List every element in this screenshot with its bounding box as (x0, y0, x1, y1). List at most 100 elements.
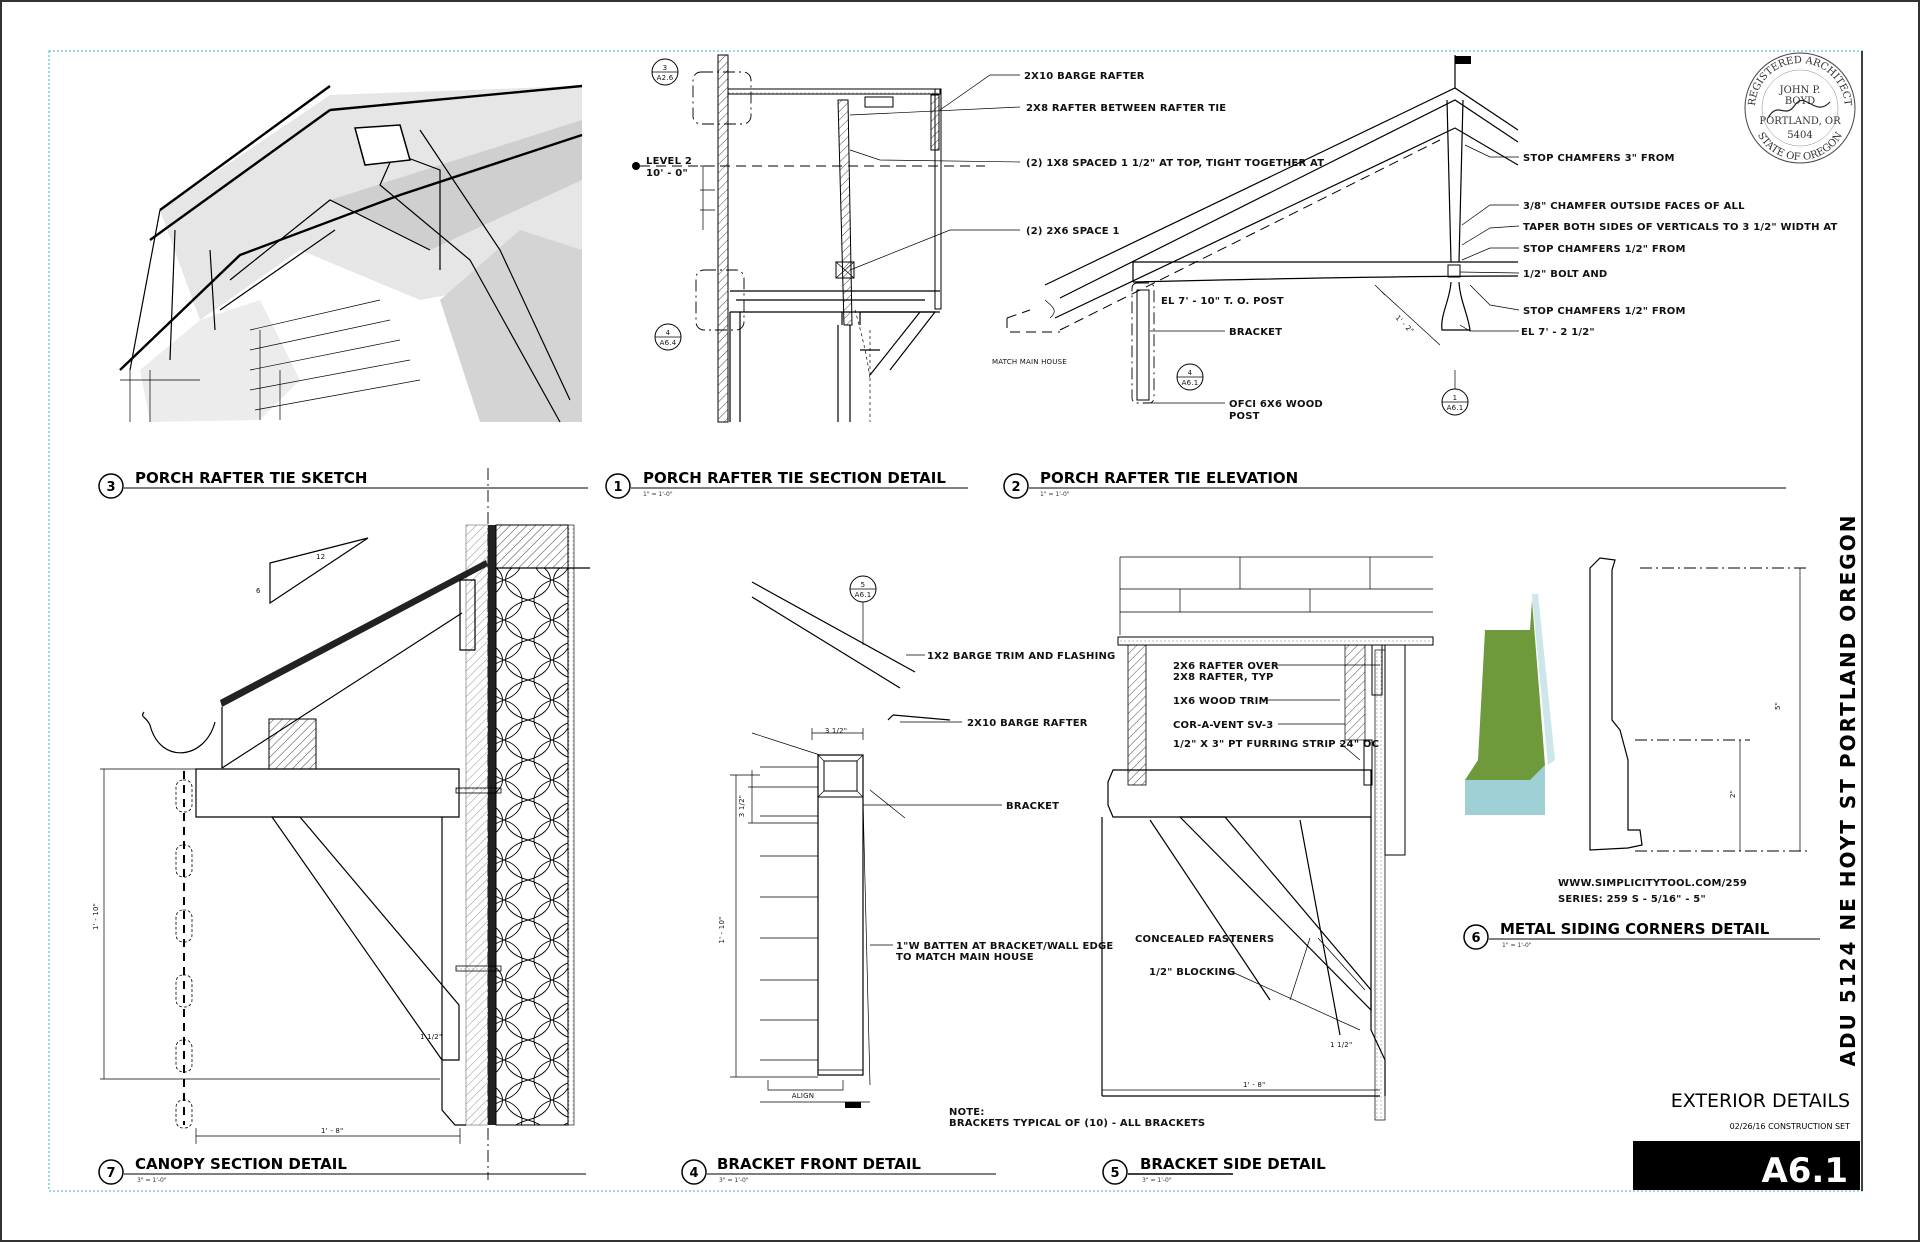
level-elevation: 10' - 0" (646, 168, 688, 179)
sheet-number: A6.1 (1761, 1151, 1848, 1191)
dim-align: ALIGN (792, 1092, 814, 1100)
detail-scale: 1" = 1'-0" (1040, 491, 1070, 498)
dim-height: 1' - 10" (718, 916, 726, 943)
callout-match-main-house: MATCH MAIN HOUSE (992, 358, 1067, 366)
note-title: NOTE: (949, 1107, 985, 1118)
title-detail-7: 7 CANOPY SECTION DETAIL 3" = 1'-0" (98, 1155, 586, 1185)
ref-sheet: A6.1 (1447, 404, 1464, 412)
callout-batten: 1"W BATTEN AT BRACKET/WALL EDGE (896, 941, 1113, 952)
porch-rafter-tie-sketch (119, 84, 583, 423)
detail-title: BRACKET FRONT DETAIL (717, 1155, 921, 1173)
ref-sheet: A6.1 (855, 591, 872, 599)
svg-text:3: 3 (106, 480, 115, 495)
dim-partial: 2" (1729, 790, 1737, 798)
callout-bracket: BRACKET (1229, 327, 1282, 338)
callout-1x8-spaced: (2) 1X8 SPACED 1 1/2" AT TOP, TIGHT TOGE… (1026, 158, 1324, 169)
callout-2x6-rafter: 2X6 RAFTER OVER (1173, 661, 1279, 672)
detail-title: CANOPY SECTION DETAIL (135, 1155, 347, 1173)
bracket-front-ref-5-a6.1[interactable]: 5 A6.1 (849, 575, 877, 645)
ref-number: 5 (861, 581, 866, 589)
section-ref-3-a2.6[interactable]: 3 A2.6 (651, 58, 679, 86)
dim-1-2: 1' - 2" (1394, 314, 1416, 336)
dim-height: 1' - 10" (92, 903, 100, 930)
detail-title: PORCH RAFTER TIE SECTION DETAIL (643, 469, 946, 487)
title-detail-6: 6 METAL SIDING CORNERS DETAIL 1" = 1'-0" (1463, 920, 1820, 950)
title-detail-3: 3 PORCH RAFTER TIE SKETCH (98, 469, 588, 499)
callout-top-of-post: EL 7' - 10" T. O. POST (1161, 296, 1284, 307)
issue-date: 02/26/16 CONSTRUCTION SET (1730, 1122, 1851, 1131)
print-area-border (48, 50, 1863, 1192)
callout-barge-rafter: 2X10 BARGE RAFTER (1024, 71, 1145, 82)
dim-width: 3 1/2" (825, 727, 847, 735)
level-marker-icon (632, 162, 640, 170)
title-detail-5: 5 BRACKET SIDE DETAIL 3" = 1'-0" (1102, 1155, 1326, 1185)
sheet-title: EXTERIOR DETAILS (1671, 1090, 1850, 1112)
slope-triangle (269, 537, 369, 605)
slope-run: 12 (316, 553, 325, 561)
callout-2x8-rafter: 2X8 RAFTER, TYP (1173, 672, 1274, 683)
callout-concealed-fasteners: CONCEALED FASTENERS (1135, 934, 1274, 945)
callout-post-2: POST (1229, 411, 1260, 422)
manufacturer-url: WWW.SIMPLICITYTOOL.COM/259 (1558, 878, 1747, 889)
callout-barge-trim: 1X2 BARGE TRIM AND FLASHING (927, 651, 1115, 662)
siding-corner-photo (1465, 594, 1555, 815)
detail-scale: 3" = 1'-0" (1142, 1177, 1172, 1184)
dim-width: 1' - 8" (1243, 1081, 1265, 1089)
callout-furring-strip: 1/2" X 3" PT FURRING STRIP 24" OC (1173, 739, 1379, 750)
level-name: LEVEL 2 (646, 156, 692, 167)
stamp-name-1: JOHN P. (1779, 85, 1821, 96)
callout-2x6-space: (2) 2X6 SPACE 1 (1026, 226, 1120, 237)
title-detail-1: 1 PORCH RAFTER TIE SECTION DETAIL 1" = 1… (605, 469, 968, 499)
stamp-number: 5404 (1787, 130, 1812, 141)
ref-sheet: A6.4 (660, 339, 677, 347)
callout-cor-a-vent: COR-A-VENT SV-3 (1173, 720, 1273, 731)
svg-text:6: 6 (1471, 931, 1480, 946)
porch-rafter-tie-section: 3 A2.6 4 A6.4 LEVEL 2 10' - 0" 2X10 BARG… (632, 54, 1324, 423)
ref-number: 4 (666, 329, 671, 337)
title-detail-4: 4 BRACKET FRONT DETAIL 3" = 1'-0" (681, 1155, 996, 1185)
detail-scale: 3" = 1'-0" (137, 1177, 167, 1184)
elevation-ref-4-a6.1[interactable]: 4 A6.1 (1176, 363, 1204, 391)
detail-title: PORCH RAFTER TIE ELEVATION (1040, 469, 1298, 487)
ref-number: 1 (1453, 394, 1458, 402)
dim-offset: 1 1/2" (1330, 1041, 1352, 1049)
slope-rise: 6 (256, 587, 261, 595)
callout-bracket: BRACKET (1006, 801, 1059, 812)
callout-batten-2: TO MATCH MAIN HOUSE (896, 952, 1034, 963)
svg-text:1: 1 (613, 480, 622, 495)
ref-sheet: A2.6 (657, 74, 674, 82)
dim-offset: 1 1/2" (420, 1033, 442, 1041)
porch-rafter-tie-elevation: 1' - 2" STOP CHAMFERS 3" FROM 3/8" CHAMF… (992, 55, 1838, 422)
signature (1767, 99, 1831, 119)
bracket-side: 2X6 RAFTER OVER 2X8 RAFTER, TYP 1X6 WOOD… (1101, 556, 1434, 1121)
detail-scale: 1" = 1'-0" (1502, 942, 1532, 949)
detail-title: BRACKET SIDE DETAIL (1140, 1155, 1326, 1173)
callout-2x8-rafter: 2X8 RAFTER BETWEEN RAFTER TIE (1026, 103, 1226, 114)
elevation-ref-1-a6.1[interactable]: 1 A6.1 (1441, 388, 1469, 416)
section-ref-4-a6.4[interactable]: 4 A6.4 (654, 323, 682, 351)
callout-post: OFCI 6X6 WOOD (1229, 399, 1323, 410)
callout-barge-rafter: 2X10 BARGE RAFTER (967, 718, 1088, 729)
callout-blocking: 1/2" BLOCKING (1149, 967, 1235, 978)
dim-total: 5" (1774, 702, 1782, 710)
stamp-city: PORTLAND, OR (1759, 116, 1841, 127)
canopy-section: 12 6 1' - 10" 1' - 8" 1 1/2" (92, 468, 590, 1180)
stamp-name-2: BOYD (1785, 96, 1815, 107)
dim-width: 1' - 8" (321, 1127, 343, 1135)
bracket-front: 5 A6.1 3 1/2" 3 1/2" 1' - 10" ALIGN 1X2 … (718, 575, 1205, 1129)
callout-stop-chamfers-3: STOP CHAMFERS 3" FROM (1523, 153, 1675, 164)
metal-siding-corners: 5" 2" WWW.SIMPLICITYTOOL.COM/259 SERIES:… (1465, 557, 1810, 905)
detail-scale: 3" = 1'-0" (719, 1177, 749, 1184)
architect-stamp: REGISTERED ARCHITECT STATE OF OREGON JOH… (1744, 52, 1856, 164)
callout-taper-verticals: TAPER BOTH SIDES OF VERTICALS TO 3 1/2" … (1523, 222, 1838, 233)
callout-chamfer-faces: 3/8" CHAMFER OUTSIDE FACES OF ALL (1523, 201, 1745, 212)
note-text: BRACKETS TYPICAL OF (10) - ALL BRACKETS (949, 1118, 1205, 1129)
title-detail-2: 2 PORCH RAFTER TIE ELEVATION 1" = 1'-0" (1003, 469, 1786, 499)
dim-depth: 3 1/2" (738, 795, 746, 817)
detail-title: PORCH RAFTER TIE SKETCH (135, 469, 368, 487)
svg-text:2: 2 (1011, 480, 1020, 495)
detail-scale: 1" = 1'-0" (643, 491, 673, 498)
project-address: ADU 5124 NE HOYT ST PORTLAND OREGON (1836, 514, 1860, 1067)
